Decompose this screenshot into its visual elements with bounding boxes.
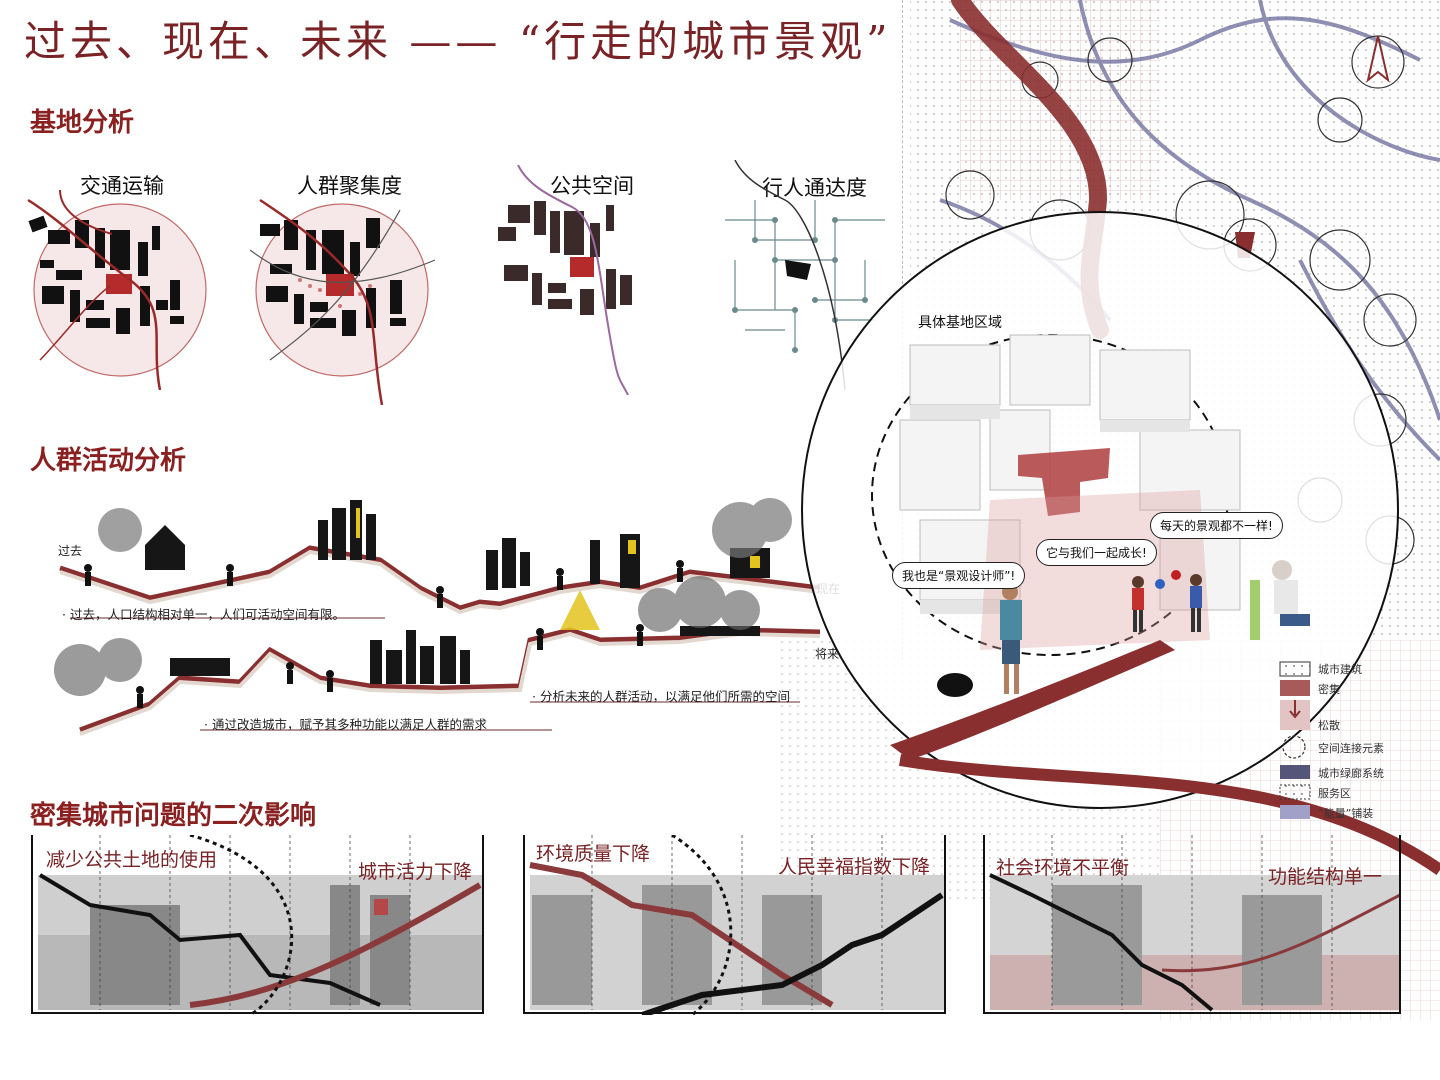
pedestrian-map <box>725 160 885 390</box>
effect-1-left-label: 减少公共土地的使用 <box>46 849 218 871</box>
map-label-public: 公共空间 <box>550 174 634 198</box>
site-area-label: 具体基地区域 <box>918 315 1002 331</box>
speech-bubble-everyday: 每天的景观都不一样! <box>1150 512 1283 539</box>
effect-panel-2 <box>523 835 946 1015</box>
legend-label-dense: 密集 <box>1318 683 1340 696</box>
crowd-analysis-heading: 人群活动分析 <box>30 446 187 476</box>
effect-panel-3 <box>983 835 1401 1014</box>
page-title: 过去、现在、未来 —— “行走的城市景观” <box>24 17 892 66</box>
secondary-effects-heading: 密集城市问题的二次影响 <box>30 801 317 831</box>
legend-label-building: 城市建筑 <box>1318 663 1362 676</box>
north-arrow-icon <box>1351 35 1405 89</box>
label-past: 过去 <box>58 544 83 558</box>
effect-2-right-label: 人民幸福指数下降 <box>778 856 931 878</box>
map-label-traffic: 交通运输 <box>80 174 164 198</box>
energy-paving-swatch-icon <box>1280 805 1310 819</box>
effect-2-left-label: 环境质量下降 <box>536 843 651 865</box>
effect-1-right-label: 城市活力下降 <box>358 861 473 883</box>
speech-bubble-designer: 我也是“景观设计师”! <box>892 562 1026 589</box>
site-analysis-heading: 基地分析 <box>30 108 135 138</box>
circle-connector-icon <box>1282 735 1306 759</box>
effect-panel-1 <box>31 835 484 1015</box>
traffic-map <box>27 190 207 390</box>
public-space-map <box>498 165 632 395</box>
map-label-pedestrian: 行人通达度 <box>762 176 867 200</box>
caption-transform: · 通过改造城市，赋予其多种功能以满足人群的需求 <box>204 717 487 732</box>
legend-label-corridor: 城市绿廊系统 <box>1318 767 1384 780</box>
legend-label-service: 服务区 <box>1318 787 1351 800</box>
legend-label-energy: “能量”铺装 <box>1318 807 1374 820</box>
green-corridor-swatch-icon <box>1280 765 1310 779</box>
speech-bubble-grow: 它与我们一起成长! <box>1036 539 1157 566</box>
building-swatch-icon <box>1279 661 1311 677</box>
caption-past: · 过去，人口结构相对单一，人们可活动空间有限。 <box>62 607 345 622</box>
dense-swatch-icon <box>1280 680 1310 696</box>
legend-swatches <box>1279 661 1311 819</box>
crowd-map <box>250 198 436 405</box>
caption-future: · 分析未来的人群活动，以满足他们所需的空间 <box>532 689 790 704</box>
legend-label-sparse: 松散 <box>1318 719 1340 732</box>
effect-3-left-label: 社会环境不平衡 <box>996 857 1130 879</box>
service-zone-swatch-icon <box>1279 784 1311 800</box>
activity-timeline-diagram <box>54 498 821 736</box>
map-label-crowd: 人群聚集度 <box>297 174 402 198</box>
legend-label-connector: 空间连接元素 <box>1318 742 1384 755</box>
effect-3-right-label: 功能结构单一 <box>1268 866 1383 888</box>
